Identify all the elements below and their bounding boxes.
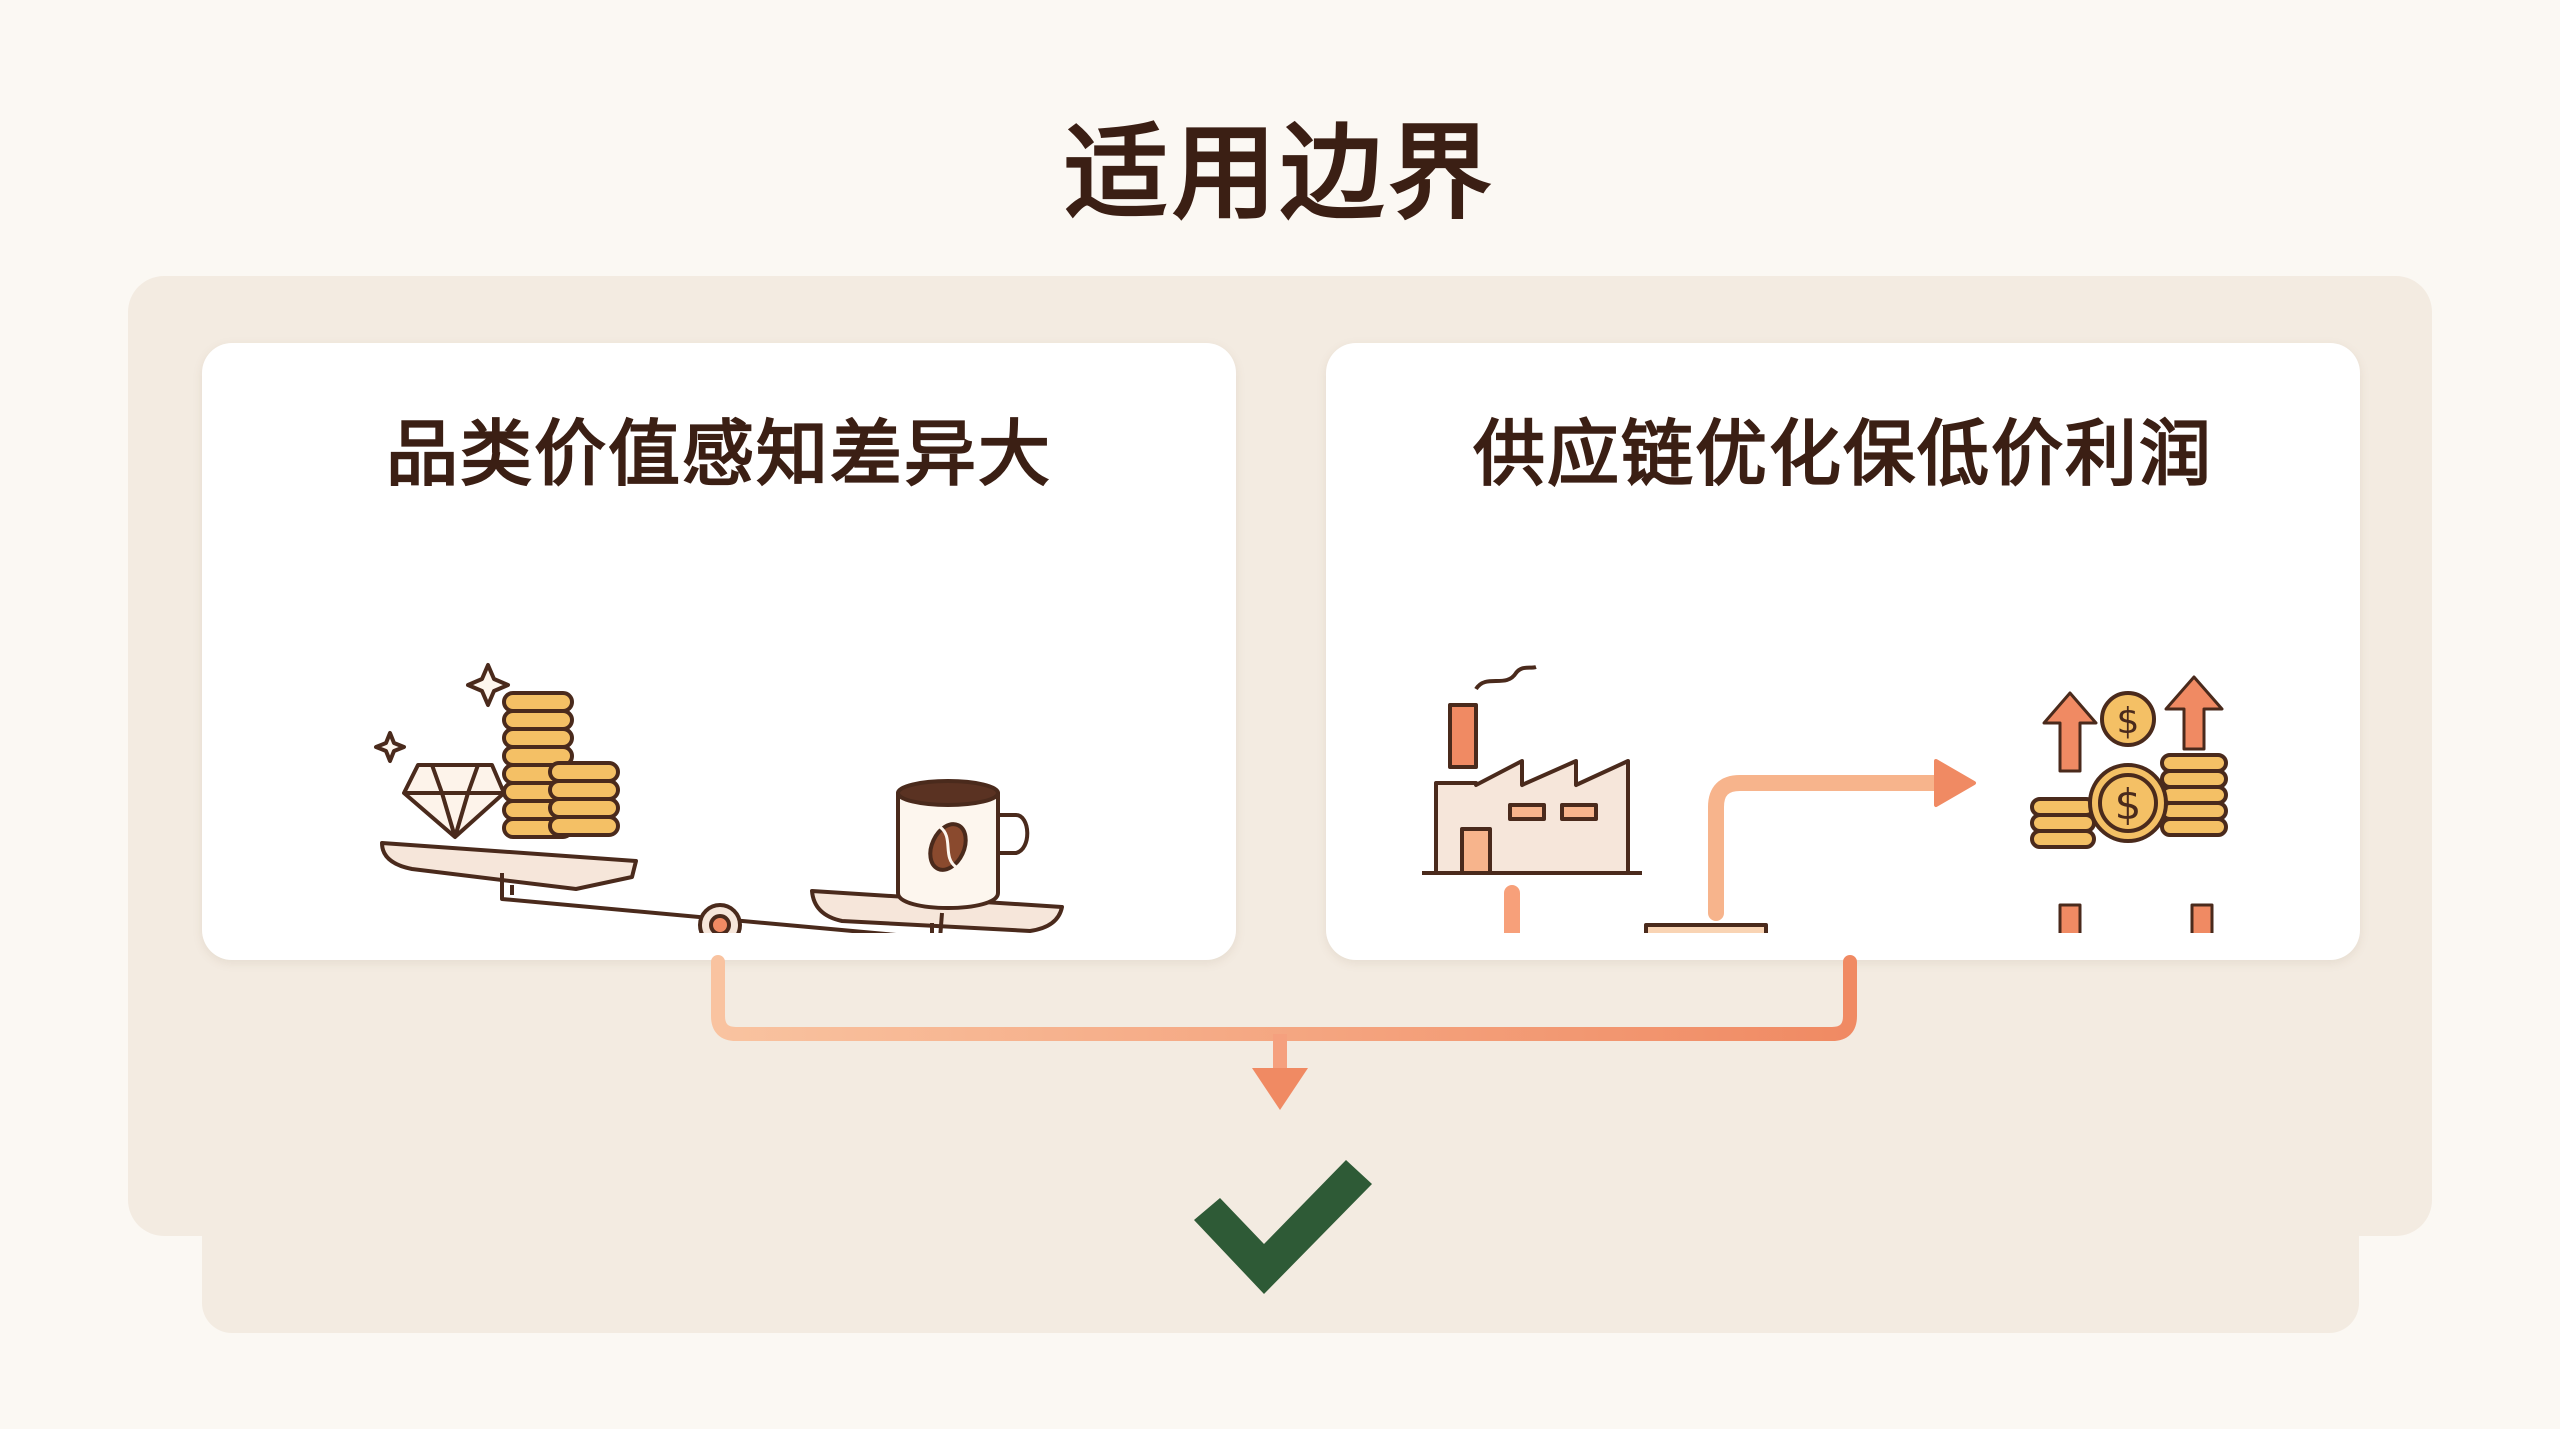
card-supply-chain: 供应链优化保低价利润	[1326, 343, 2360, 960]
delivery-truck-icon	[1644, 923, 1768, 933]
dollar-coins-icon: $ $	[2030, 691, 2228, 849]
factory-icon	[1422, 665, 1642, 875]
diamond-icon	[402, 763, 506, 839]
connector-arrowhead	[1252, 1068, 1308, 1110]
page-title: 适用边界	[1063, 112, 1496, 234]
arrow-down-icon	[2058, 903, 2214, 933]
flow-arrow-icon	[1504, 759, 1976, 933]
supply-chain-illustration: $ $	[1422, 665, 2228, 933]
result-panel	[202, 1115, 2359, 1333]
sparkle-icon	[374, 663, 510, 763]
connector-line	[711, 955, 1857, 1041]
svg-text:$: $	[2117, 701, 2140, 742]
balance-scale-icon	[380, 841, 1064, 933]
checkmark-icon	[1194, 1160, 1372, 1294]
balance-scale-illustration	[374, 663, 1064, 933]
card-category-value: 品类价值感知差异大	[202, 343, 1236, 960]
card-title: 供应链优化保低价利润	[1472, 412, 2213, 496]
coin-stack-icon	[502, 691, 620, 839]
svg-text:$: $	[2115, 780, 2142, 829]
arrow-up-icon	[2042, 675, 2224, 773]
card-title: 品类价值感知差异大	[385, 412, 1052, 496]
coffee-mug-icon	[896, 779, 1030, 910]
